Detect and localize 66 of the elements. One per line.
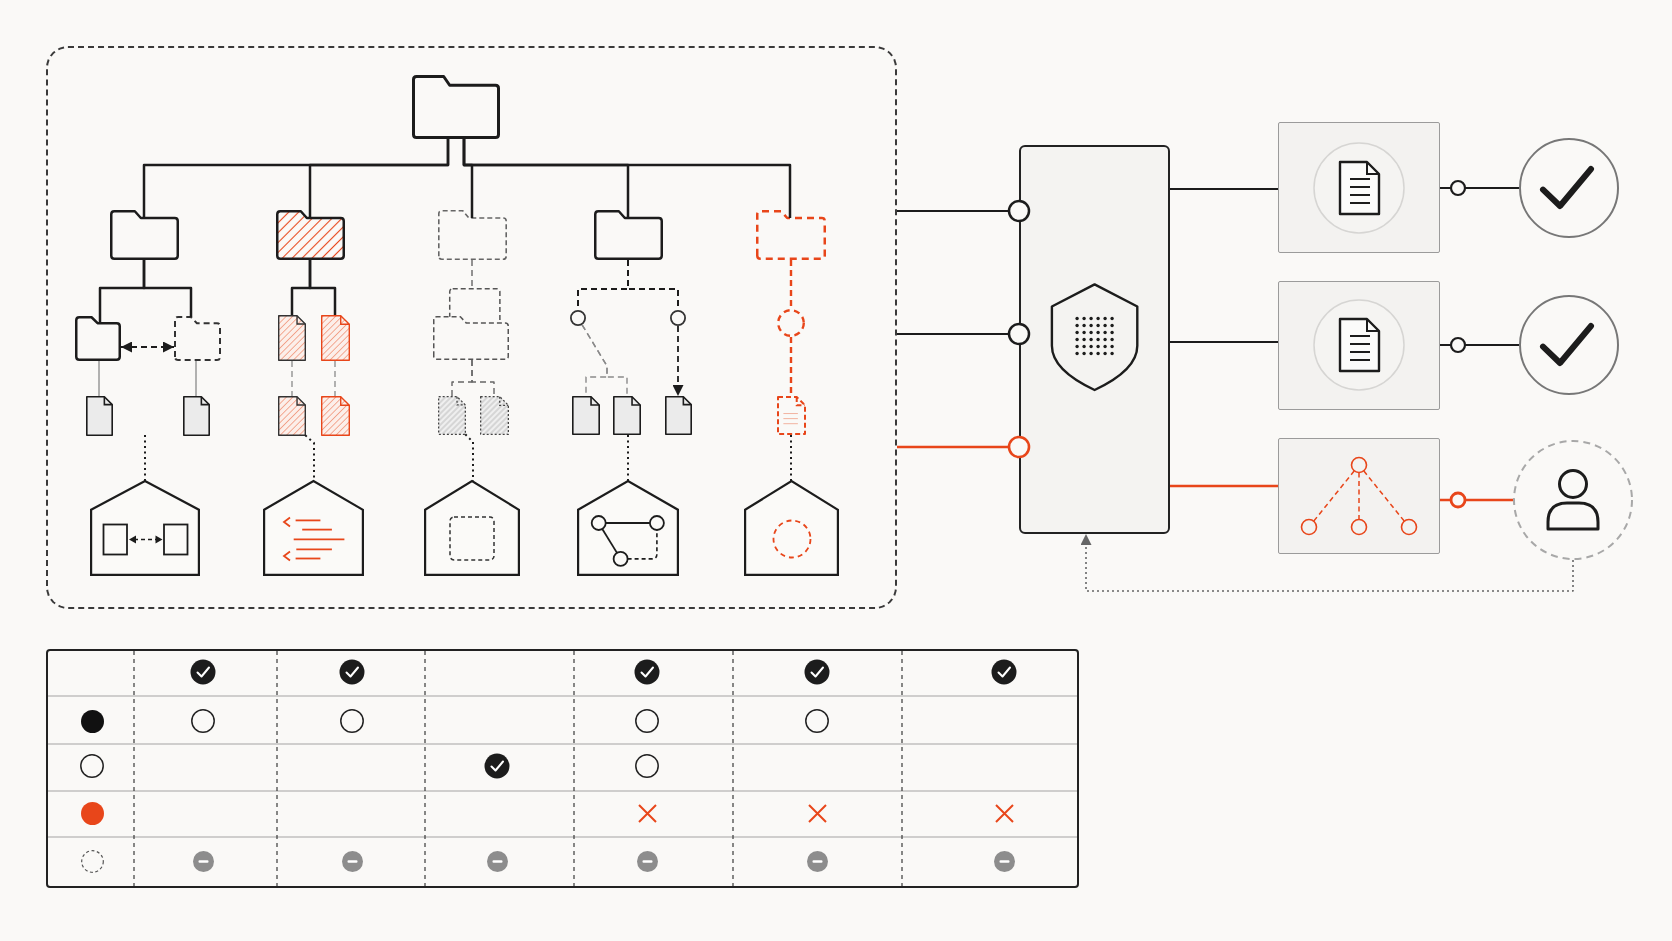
dashed-arrow: [672, 325, 684, 397]
circle-end-connector: [1439, 336, 1520, 354]
circle-end-connector: [897, 435, 1031, 459]
pentagon-frame: [577, 480, 679, 576]
junction-circle: [670, 310, 686, 326]
hatched-document-icon: [321, 396, 350, 436]
card-panel: [1278, 122, 1440, 253]
dotted-line: [790, 434, 792, 483]
dotted-line: [464, 433, 474, 483]
dashed-folder-icon: [174, 316, 221, 361]
dashed-document-icon: [480, 396, 509, 435]
dotted-line: [144, 434, 146, 483]
circle-end-connector: [1440, 491, 1513, 509]
folder-icon: [412, 75, 500, 139]
stacked-folders-icon: [433, 288, 509, 360]
connector-line: [1170, 484, 1278, 488]
pentagon-frame: [424, 480, 520, 576]
document-icon: [665, 396, 692, 435]
dashed-line: [581, 324, 628, 397]
document-icon: [86, 396, 113, 436]
pentagon-frame: [744, 480, 839, 576]
dashed-line: [471, 359, 495, 397]
dotted-line: [627, 434, 629, 483]
dashed-circle-node: [1513, 440, 1633, 560]
dashed-line: [789, 260, 793, 309]
document-icon: [613, 396, 641, 435]
dashed-document-icon: [438, 396, 466, 435]
document-icon: [572, 396, 600, 435]
hatched-folder-icon: [276, 210, 345, 260]
circle-node: [1519, 295, 1619, 395]
circle-end-connector: [897, 199, 1031, 223]
connector-line: [142, 260, 193, 317]
connector-line: [308, 260, 337, 315]
connector-line: [98, 360, 100, 397]
folder-icon: [594, 210, 663, 260]
hatched-document-icon: [321, 315, 350, 361]
card-panel: [1278, 281, 1440, 410]
dashed-line: [291, 360, 293, 397]
dashed-line: [471, 259, 473, 289]
circle-end-connector: [1439, 179, 1520, 197]
pentagon-frame: [263, 480, 364, 576]
dashed-line: [789, 337, 793, 396]
connector-line: [1170, 340, 1278, 344]
dashed-circle-node: [777, 309, 805, 337]
card-panel: [1278, 438, 1440, 554]
circle-node: [1519, 138, 1619, 238]
hatched-document-icon: [278, 396, 306, 436]
dashed-folder-icon: [756, 210, 826, 260]
document-icon: [183, 396, 210, 436]
dashed-group-frame: [46, 46, 897, 609]
dashed-double-arrow: [120, 341, 175, 353]
connector-line: [1170, 187, 1278, 191]
connector-line: [195, 360, 197, 397]
dashed-line: [334, 360, 336, 397]
junction-circle: [570, 310, 586, 326]
dashed-folder-icon: [438, 210, 507, 260]
connector-line: [308, 139, 450, 218]
pentagon-frame: [90, 480, 200, 576]
dashed-document-icon: [777, 396, 806, 435]
dotted-arrow: [1080, 533, 1574, 592]
connector-line: [462, 139, 792, 218]
folder-icon: [110, 210, 179, 260]
circle-end-connector: [897, 322, 1031, 346]
hatched-document-icon: [278, 315, 306, 361]
gateway-panel: [1019, 145, 1170, 534]
folder-icon: [75, 316, 121, 361]
